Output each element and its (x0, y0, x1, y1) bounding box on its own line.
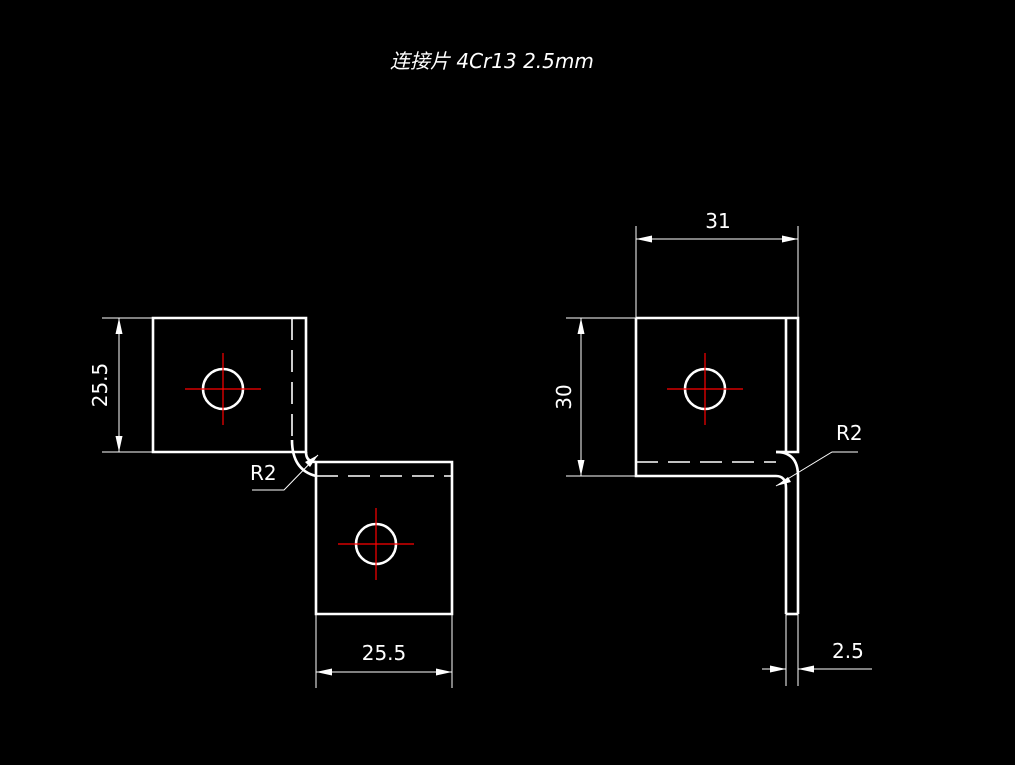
right-radius-label: R2 (836, 421, 863, 445)
right-base-outline (634, 318, 776, 478)
right-dim-height-label: 30 (552, 384, 576, 409)
left-bend-inner (290, 439, 317, 478)
left-radius-leader (252, 454, 319, 491)
right-view: 31 30 2.5 R2 (552, 209, 872, 686)
right-dim-arrow-left (636, 235, 652, 243)
left-dim-height-label: 25.5 (88, 363, 112, 408)
left-lower-flap (314, 460, 454, 616)
right-flange-outline (636, 316, 800, 454)
left-dim-width-label: 25.5 (362, 641, 407, 665)
left-bend-outer (304, 451, 317, 464)
left-radius-label: R2 (250, 461, 277, 485)
right-dim-arrow-top (577, 318, 585, 334)
left-dim-arrow-top (115, 318, 123, 334)
right-bend-outer (775, 450, 800, 477)
left-view: 25.5 25.5 R2 (88, 316, 454, 688)
right-bend-inner (775, 474, 788, 489)
right-dim-thk-arrow-left (770, 665, 786, 673)
right-radius-arrow (776, 477, 791, 486)
drawing-title: 连接片 4Cr13 2.5mm (390, 49, 594, 73)
right-dim-arrow-bottom (577, 460, 585, 476)
right-dim-thk-label: 2.5 (832, 639, 864, 663)
right-radius-leader (775, 451, 858, 487)
left-radius-arrow (305, 455, 318, 467)
right-dim-arrow-right (782, 235, 798, 243)
right-dim-width-label: 31 (705, 209, 730, 233)
left-dim-arrow-left (316, 668, 332, 676)
left-upper-flap (151, 316, 308, 454)
left-dim-arrow-bottom (115, 436, 123, 452)
right-dim-thk-arrow-right (798, 665, 814, 673)
left-dim-arrow-right (436, 668, 452, 676)
